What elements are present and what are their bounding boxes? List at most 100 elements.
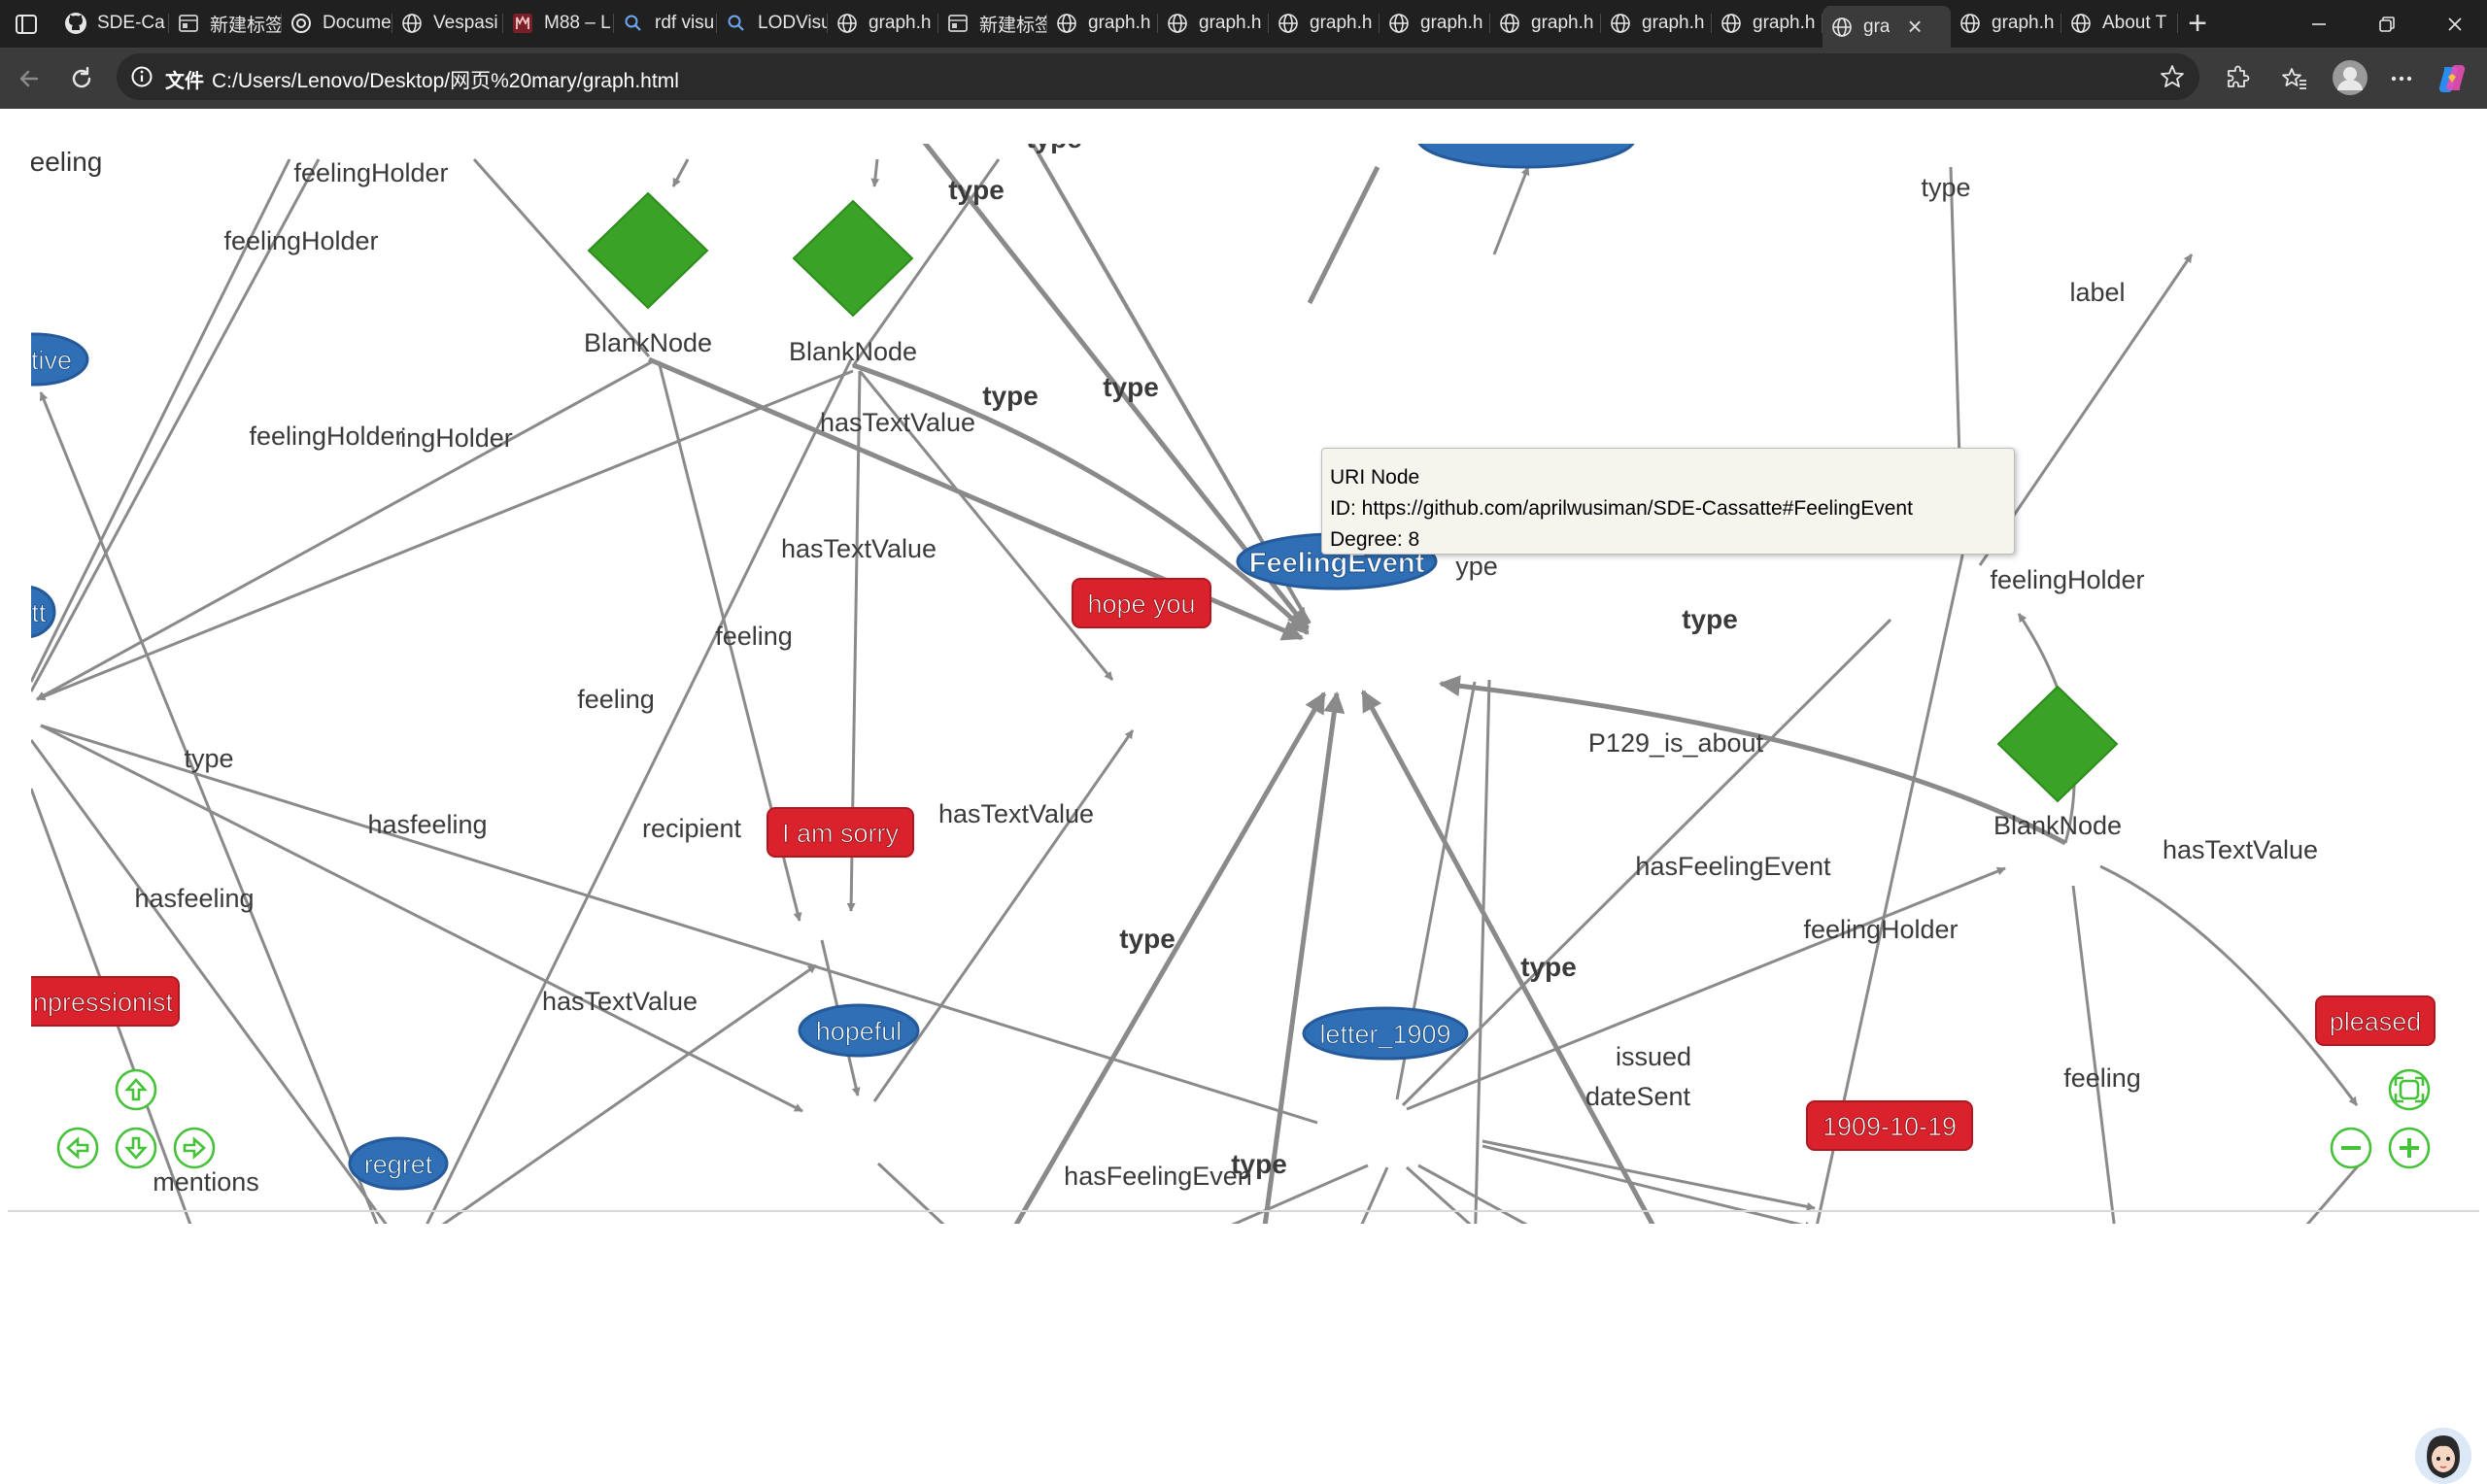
edge-line	[420, 1255, 464, 1263]
uri-node[interactable]	[8, 332, 89, 387]
edge-label: feelingHolder	[223, 226, 378, 255]
close-tab-icon[interactable]: ×	[1907, 12, 1923, 41]
tab-label: graph.h	[1642, 13, 1705, 33]
tab-19[interactable]: About T	[2061, 6, 2178, 41]
edge-line	[472, 158, 651, 357]
globe-icon	[1959, 12, 1982, 35]
site-logo-icon	[511, 12, 534, 35]
edge-line	[1438, 675, 2067, 846]
tab-18[interactable]: graph.h	[1951, 6, 2061, 41]
tab-label: Docume	[323, 13, 392, 33]
tab-5[interactable]: M88 – L	[503, 6, 614, 41]
edge-line	[671, 158, 690, 187]
edge-line	[40, 724, 1318, 1125]
tab-label: graph.h	[1420, 13, 1483, 33]
back-button[interactable]	[10, 59, 49, 98]
pan-right-control[interactable]	[173, 1127, 216, 1169]
tab-13[interactable]: graph.h	[1380, 6, 1490, 41]
tab-17[interactable]: gra×	[1823, 6, 1951, 48]
edge-line	[922, 144, 1310, 630]
tab-2[interactable]: 新建标签	[169, 6, 282, 41]
site-info-icon[interactable]	[130, 65, 153, 88]
tab-10[interactable]: graph.h	[1047, 6, 1158, 41]
blank-node[interactable]	[1996, 685, 2119, 803]
edge-line	[36, 359, 654, 701]
edge-line	[1360, 690, 1655, 1224]
edge-line	[36, 369, 854, 701]
pan-left-control[interactable]	[56, 1127, 99, 1169]
address-bar[interactable]: 文件 C:/Users/Lenovo/Desktop/网页%20mary/gra…	[117, 53, 2199, 100]
zoom-fit-control[interactable]	[2388, 1068, 2431, 1111]
minimize-button[interactable]	[2285, 0, 2353, 48]
settings-more-icon[interactable]	[2386, 63, 2417, 94]
edge-label: recipient	[642, 814, 742, 843]
literal-node[interactable]	[767, 807, 914, 858]
node-label: 1909-10-19	[1823, 1112, 1957, 1141]
pan-up-control[interactable]	[115, 1068, 157, 1111]
edge-line	[2099, 864, 2359, 1106]
edge-line	[1013, 691, 1327, 1224]
uri-node[interactable]	[348, 1136, 449, 1191]
newtab-page-icon	[946, 12, 970, 35]
pan-down-control[interactable]	[115, 1127, 157, 1169]
edge-label: type	[1231, 1149, 1287, 1179]
restore-button[interactable]	[2353, 0, 2421, 48]
node-label: BlankNode	[584, 328, 712, 357]
tab-1[interactable]: SDE-Ca	[56, 6, 169, 41]
zoom-in-control[interactable]	[2388, 1127, 2431, 1169]
browser-toolbar: 文件 C:/Users/Lenovo/Desktop/网页%20mary/gra…	[0, 48, 2487, 109]
zoom-out-control[interactable]	[2330, 1127, 2372, 1169]
edge-line	[858, 370, 1114, 681]
literal-node[interactable]	[2315, 995, 2436, 1046]
node-label: tt	[31, 598, 47, 627]
globe-icon	[400, 12, 424, 35]
edge-label: feeling	[577, 685, 655, 714]
tab-actions-menu-icon[interactable]	[14, 12, 39, 37]
tab-label: M88 – L	[544, 13, 611, 33]
literal-node[interactable]	[8, 976, 180, 1027]
tab-12[interactable]: graph.h	[1269, 6, 1380, 41]
tab-14[interactable]: graph.h	[1490, 6, 1601, 41]
blank-node[interactable]	[587, 191, 709, 310]
assistant-avatar-icon[interactable]	[2415, 1428, 2471, 1484]
tab-15[interactable]: graph.h	[1601, 6, 1712, 41]
node-label: eeling	[30, 147, 103, 177]
favorite-star-icon[interactable]	[2159, 63, 2186, 90]
new-tab-button[interactable]: +	[2188, 4, 2207, 42]
tab-label: graph.h	[1753, 13, 1816, 33]
uri-node[interactable]	[8, 586, 56, 638]
node-label: BlankNode	[789, 337, 917, 366]
extensions-icon[interactable]	[2221, 63, 2252, 94]
edge-line	[1406, 866, 2006, 1111]
uri-node-partial[interactable]	[1417, 109, 1635, 169]
tab-label: graph.h	[1992, 13, 2055, 33]
tab-11[interactable]: graph.h	[1158, 6, 1269, 41]
edge-line	[441, 963, 817, 1224]
edge-label: feelingHolder	[293, 158, 448, 187]
globe-icon	[1387, 12, 1411, 35]
profile-avatar-icon[interactable]	[2332, 59, 2368, 96]
favorites-icon[interactable]	[2279, 63, 2310, 94]
node-label: tive	[31, 346, 72, 375]
tab-3[interactable]: Docume	[282, 6, 392, 41]
literal-node[interactable]	[1806, 1100, 1973, 1151]
tab-6[interactable]: rdf visu	[614, 6, 717, 41]
close-window-button[interactable]	[2421, 0, 2487, 48]
edge-label: type	[982, 381, 1039, 411]
blank-node[interactable]	[792, 199, 914, 318]
tab-7[interactable]: LODVisu	[717, 6, 828, 41]
rdf-graph-canvas[interactable]: feelingHolder feelingHolder feelingHolde…	[8, 109, 2479, 1484]
literal-node[interactable]	[1072, 578, 1211, 628]
uri-node[interactable]	[798, 1003, 920, 1058]
tab-9[interactable]: 新建标签	[938, 6, 1047, 41]
edge-label: type	[1682, 604, 1738, 634]
globe-icon	[1830, 16, 1854, 39]
tab-8[interactable]: graph.h	[828, 6, 938, 41]
copilot-icon[interactable]	[2436, 63, 2468, 94]
edge-line	[872, 729, 1135, 1102]
refresh-button[interactable]	[62, 59, 101, 98]
tab-4[interactable]: Vespasi	[392, 6, 503, 41]
url-text[interactable]: C:/Users/Lenovo/Desktop/网页%20mary/graph.…	[212, 70, 679, 92]
tab-16[interactable]: graph.h	[1712, 6, 1823, 41]
uri-node[interactable]	[1302, 1006, 1469, 1061]
